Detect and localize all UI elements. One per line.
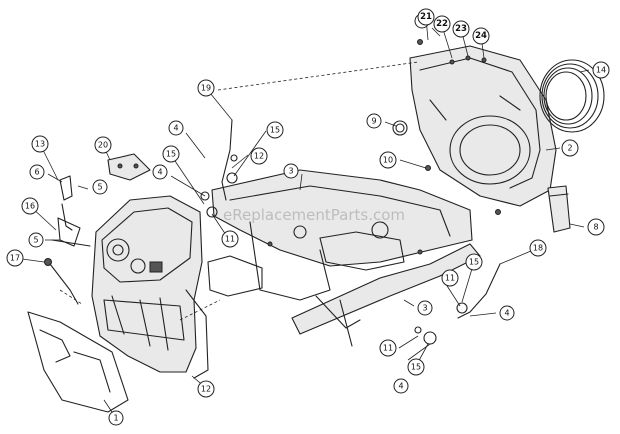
callout[interactable]: 15 bbox=[407, 358, 425, 376]
callout[interactable]: 21 bbox=[417, 8, 435, 26]
callout-label: 12 bbox=[201, 385, 211, 394]
part-dash-console bbox=[91, 195, 209, 379]
watermark-text: eReplacementParts.com bbox=[223, 206, 405, 224]
callout-label: 8 bbox=[593, 223, 598, 232]
callout-label: 3 bbox=[422, 304, 427, 313]
callout-label: 2 bbox=[567, 144, 572, 153]
callout[interactable]: 22 bbox=[433, 15, 451, 33]
callout[interactable]: 3 bbox=[283, 163, 299, 179]
callout[interactable]: 11 bbox=[221, 230, 239, 248]
callout-label: 4 bbox=[173, 124, 178, 133]
callout[interactable]: 1 bbox=[108, 410, 124, 426]
callout-label: 5 bbox=[33, 236, 38, 245]
callout[interactable]: 11 bbox=[379, 339, 397, 357]
callout[interactable]: 17 bbox=[6, 249, 24, 267]
callout[interactable]: 24 bbox=[472, 27, 490, 45]
callout-label: 10 bbox=[383, 156, 393, 165]
callout[interactable]: 5 bbox=[28, 232, 44, 248]
callout-label: 11 bbox=[225, 235, 235, 244]
callout[interactable]: 5 bbox=[92, 179, 108, 195]
callout[interactable]: 15 bbox=[266, 121, 284, 139]
callout[interactable]: 4 bbox=[499, 305, 515, 321]
callout-label: 15 bbox=[469, 258, 479, 267]
callout[interactable]: 19 bbox=[197, 79, 215, 97]
callout-label: 4 bbox=[157, 168, 162, 177]
callout-label: 18 bbox=[533, 244, 543, 253]
callout-label: 11 bbox=[445, 274, 455, 283]
callout-label: 6 bbox=[34, 168, 39, 177]
callout[interactable]: 3 bbox=[417, 300, 433, 316]
callout[interactable]: 23 bbox=[452, 20, 470, 38]
callout-label: 24 bbox=[475, 31, 487, 41]
callout-label: 22 bbox=[436, 19, 448, 29]
callout[interactable]: 4 bbox=[168, 120, 184, 136]
callout[interactable]: 8 bbox=[587, 218, 605, 236]
part-small-brackets-left bbox=[44, 153, 151, 305]
callout-label: 13 bbox=[35, 140, 45, 149]
callout[interactable]: 15 bbox=[162, 145, 180, 163]
callout-label: 5 bbox=[97, 183, 102, 192]
callout-label: 1 bbox=[113, 414, 118, 423]
callout-label: 21 bbox=[420, 12, 432, 22]
part-coil bbox=[539, 59, 605, 133]
callout-label: 11 bbox=[383, 344, 393, 353]
callout[interactable]: 12 bbox=[250, 147, 268, 165]
part-rear-fender bbox=[409, 45, 557, 207]
callout[interactable]: 15 bbox=[465, 253, 483, 271]
callout[interactable]: 11 bbox=[441, 269, 459, 287]
callout[interactable]: 18 bbox=[529, 239, 547, 257]
callout[interactable]: 6 bbox=[29, 164, 45, 180]
callout[interactable]: 16 bbox=[21, 197, 39, 215]
callout-label: 17 bbox=[10, 254, 20, 263]
part-frame bbox=[207, 169, 481, 347]
callout[interactable]: 9 bbox=[366, 113, 382, 129]
callout[interactable]: 14 bbox=[592, 61, 610, 79]
part-clip-9 bbox=[392, 120, 408, 136]
callout-label: 12 bbox=[254, 152, 264, 161]
callout-label: 15 bbox=[166, 150, 176, 159]
callout-label: 9 bbox=[371, 117, 376, 126]
callout-label: 4 bbox=[398, 382, 403, 391]
callout-label: 23 bbox=[455, 24, 467, 34]
callout-label: 20 bbox=[98, 141, 108, 150]
callout-label: 15 bbox=[411, 363, 421, 372]
callout[interactable]: 20 bbox=[94, 136, 112, 154]
callout[interactable]: 13 bbox=[31, 135, 49, 153]
callout-label: 19 bbox=[201, 84, 211, 93]
callout-label: 15 bbox=[270, 126, 280, 135]
callout[interactable]: 12 bbox=[197, 380, 215, 398]
callout[interactable]: 4 bbox=[152, 164, 168, 180]
part-shield-panel bbox=[27, 311, 129, 413]
callout[interactable]: 4 bbox=[393, 378, 409, 394]
callout-label: 3 bbox=[288, 167, 293, 176]
callout[interactable]: 10 bbox=[379, 151, 397, 169]
part-bumper-8 bbox=[547, 185, 571, 233]
callout-label: 16 bbox=[25, 202, 35, 211]
part-rods bbox=[221, 119, 501, 319]
callout-label: 14 bbox=[596, 66, 606, 75]
callout[interactable]: 2 bbox=[561, 139, 579, 157]
callout-label: 4 bbox=[504, 309, 509, 318]
part-washers bbox=[200, 39, 501, 345]
